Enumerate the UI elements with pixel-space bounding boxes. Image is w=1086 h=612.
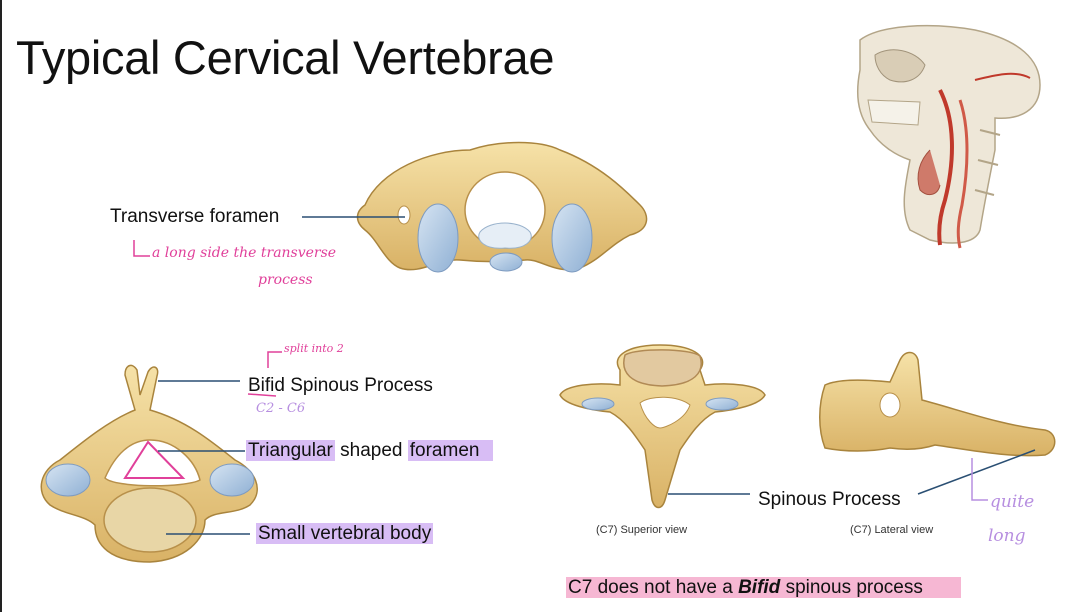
label-spinous-process: Spinous Process bbox=[758, 489, 901, 510]
label-bifid-word: Bifid bbox=[248, 375, 285, 396]
label-spinous-process-rest: Spinous Process bbox=[284, 375, 433, 396]
pointer-spinous-lateral bbox=[917, 449, 1036, 495]
arrow-quite-note bbox=[971, 458, 988, 501]
note-transverse-line1: a long side the transverse bbox=[152, 245, 337, 261]
c7-lateral-view-figure bbox=[819, 351, 1056, 457]
label-foramen-word: foramen bbox=[407, 440, 494, 461]
note-c2-c6: C2 - C6 bbox=[256, 401, 306, 416]
c7-note-suffix: spinous process bbox=[780, 577, 923, 598]
label-transverse-foramen: Transverse foramen bbox=[110, 206, 280, 227]
label-shaped-word: shaped bbox=[334, 440, 408, 461]
arrow-transverse-note bbox=[133, 240, 150, 257]
note-transverse-line2: process bbox=[258, 272, 313, 288]
note-long: long bbox=[988, 526, 1026, 546]
triangle-drawing bbox=[123, 440, 186, 479]
label-small-vertebral-body: Small vertebral body bbox=[256, 523, 434, 545]
note-split: split into 2 bbox=[284, 342, 344, 355]
label-bifid-spinous-process: Bifid Spinous Process bbox=[248, 375, 433, 397]
atlas-vertebra-figure bbox=[356, 141, 648, 273]
label-triangular-word: Triangular bbox=[246, 440, 335, 461]
typical-cervical-vertebra-figure bbox=[40, 364, 258, 563]
arrow-split-note bbox=[267, 351, 282, 368]
slide-title: Typical Cervical Vertebrae bbox=[16, 31, 555, 84]
note-quite: quite bbox=[990, 492, 1035, 512]
c7-note: C7 does not have a Bifid spinous process bbox=[566, 577, 961, 599]
c7-note-bifid: Bifid bbox=[738, 577, 781, 598]
c7-note-prefix: C7 does not have a bbox=[568, 577, 739, 598]
underline-bifid bbox=[247, 393, 277, 397]
caption-superior-view: (C7) Superior view bbox=[596, 524, 688, 536]
caption-lateral-view: (C7) Lateral view bbox=[850, 524, 934, 536]
head-neck-anatomy-figure bbox=[856, 24, 1041, 249]
c7-note-highlight: C7 does not have a Bifid spinous process bbox=[566, 577, 961, 598]
label-triangular-foramen: Triangular shaped foramen bbox=[246, 440, 494, 462]
label-small-vertebral-body-text: Small vertebral body bbox=[256, 523, 434, 544]
c7-superior-view-figure bbox=[559, 344, 766, 509]
